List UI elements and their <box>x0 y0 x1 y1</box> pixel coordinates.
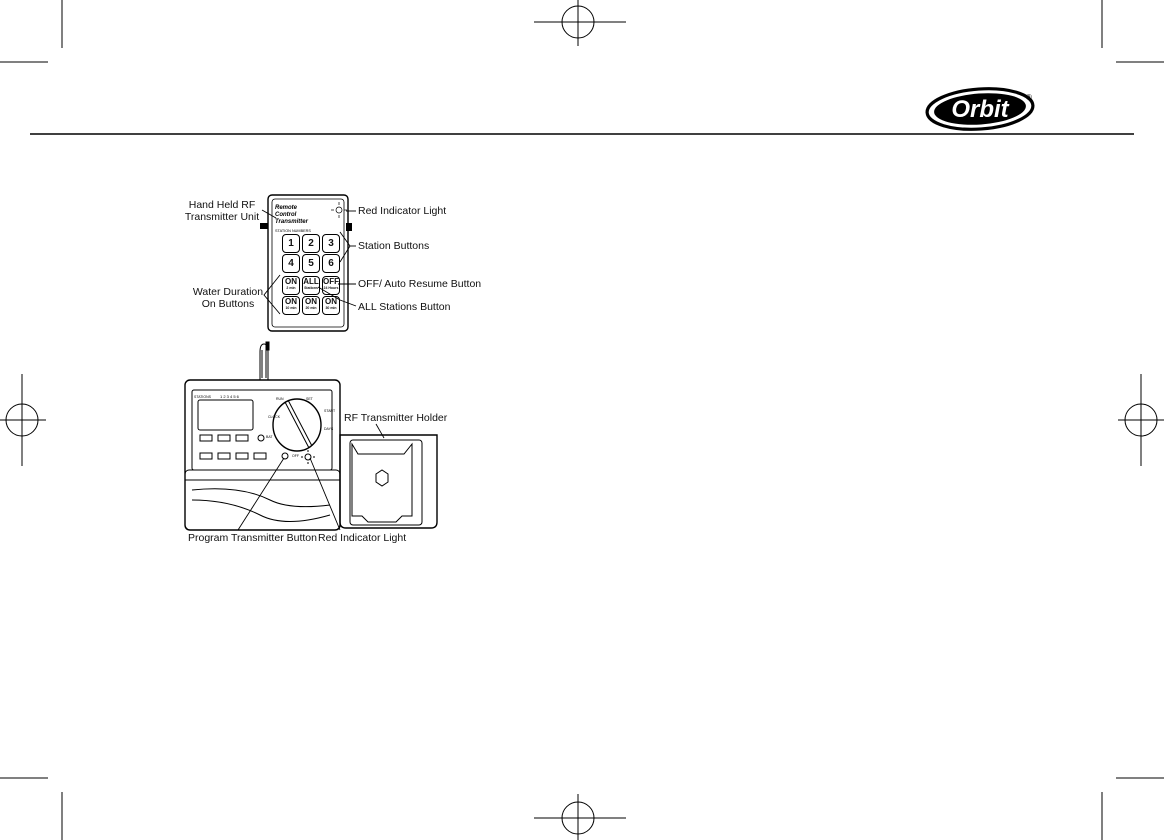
red-indicator-label-bottom: Red Indicator Light <box>318 532 407 544</box>
on-button-duration: 20 min <box>305 306 317 310</box>
svg-text:Orbit: Orbit <box>951 96 1009 123</box>
station-button[interactable]: 6 <box>322 254 340 273</box>
off-button-sub: 24 Hours <box>323 286 339 290</box>
svg-text:1 2 3 4 5 6: 1 2 3 4 5 6 <box>220 394 240 399</box>
on-button-label: ON <box>325 297 337 306</box>
svg-text:STATIONS: STATIONS <box>194 395 212 399</box>
orbit-logo: Orbit ® <box>925 87 1035 131</box>
on-button-duration: 2 min <box>286 286 296 290</box>
registration-mark-top <box>534 0 626 46</box>
on-button-label: ON <box>305 297 317 306</box>
svg-text:SET: SET <box>306 397 314 401</box>
on-button-label: ON <box>285 297 297 306</box>
station-button[interactable]: 4 <box>282 254 300 273</box>
off-auto-resume-button[interactable]: OFF 24 Hours <box>322 276 340 295</box>
station-button[interactable]: 2 <box>302 234 320 253</box>
svg-text:BAT: BAT <box>266 435 273 439</box>
station-button[interactable]: 1 <box>282 234 300 253</box>
all-stations-label: ALL Stations Button <box>358 301 451 313</box>
controller-unit: STATIONS 1 2 3 4 5 6 RUN SET START DAYS … <box>184 341 438 531</box>
svg-text:CLOCK: CLOCK <box>268 415 281 419</box>
registration-mark-bottom <box>534 794 626 840</box>
on-button-duration: 30 min <box>325 306 337 310</box>
on-20min-button[interactable]: ON 20 min <box>302 296 320 315</box>
hand-held-label: Hand Held RF Transmitter Unit <box>184 199 260 223</box>
on-button-duration: 10 min <box>285 306 297 310</box>
station-button[interactable]: 5 <box>302 254 320 273</box>
svg-text:Control: Control <box>275 212 297 218</box>
svg-text:RUN: RUN <box>276 397 284 401</box>
all-button-sub: Stations <box>304 286 318 290</box>
station-buttons-label: Station Buttons <box>358 240 430 252</box>
svg-text:START: START <box>324 409 336 413</box>
red-indicator-label-top: Red Indicator Light <box>358 205 447 217</box>
on-30min-button[interactable]: ON 30 min <box>322 296 340 315</box>
all-button-label: ALL <box>303 277 319 286</box>
program-transmitter-label: Program Transmitter Button <box>188 532 317 544</box>
remote-indicator-light <box>331 202 347 218</box>
registration-mark-right <box>1118 374 1164 466</box>
off-auto-resume-label: OFF/ Auto Resume Button <box>358 278 482 290</box>
rf-holder-label: RF Transmitter Holder <box>344 412 448 424</box>
on-button-label: ON <box>285 277 297 286</box>
on-2min-button[interactable]: ON 2 min <box>282 276 300 295</box>
all-stations-button[interactable]: ALL Stations <box>302 276 320 295</box>
svg-text:®: ® <box>1026 93 1032 102</box>
station-button[interactable]: 3 <box>322 234 340 253</box>
svg-text:DAYS: DAYS <box>324 427 334 431</box>
svg-text:Transmitter: Transmitter <box>275 219 309 225</box>
water-duration-label: Water Duration On Buttons <box>192 286 264 310</box>
svg-text:Remote: Remote <box>275 205 298 211</box>
on-10min-button[interactable]: ON 10 min <box>282 296 300 315</box>
off-button-label: OFF <box>323 277 339 286</box>
registration-mark-left <box>0 374 46 466</box>
svg-text:OFF: OFF <box>292 454 299 458</box>
svg-text:STATION NUMBERS: STATION NUMBERS <box>275 229 311 233</box>
